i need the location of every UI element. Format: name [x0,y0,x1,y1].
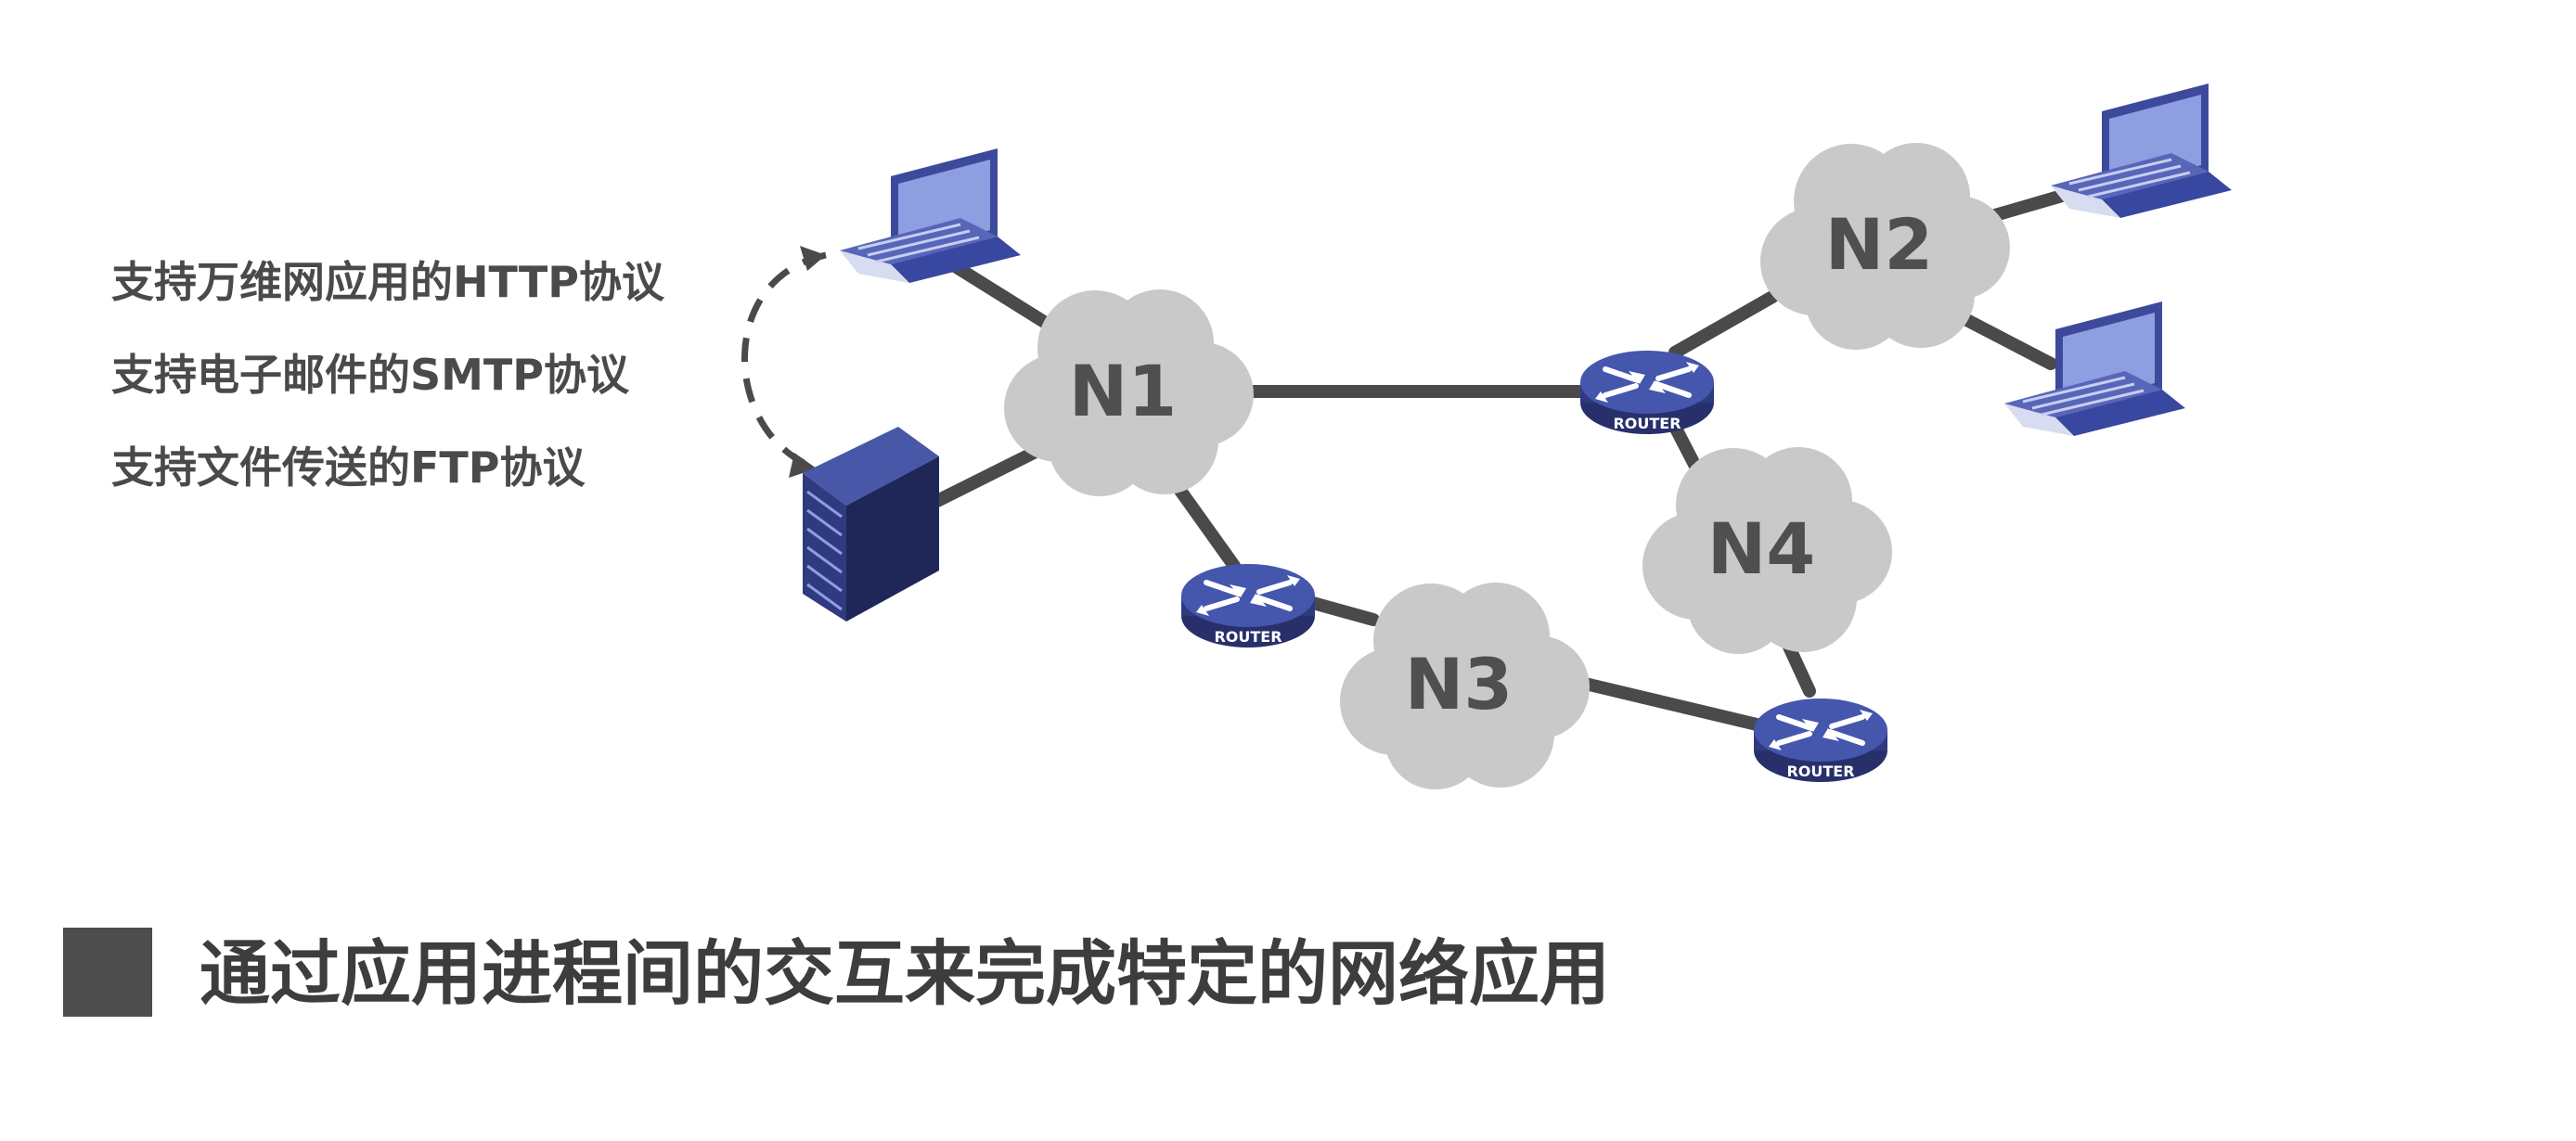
link-n3-router-bottom [1571,675,1779,735]
laptop-icon [2049,82,2234,220]
n1-cloud: N1 [1004,289,1254,496]
process-interaction-arrow [741,246,827,478]
protocol-http: 支持万维网应用的HTTP协议 [111,257,665,307]
protocol-ftp: 支持文件传送的FTP协议 [111,442,586,493]
router-label: ROUTER [1613,415,1681,432]
router-top: ROUTER [1580,351,1714,434]
router-label: ROUTER [1214,628,1282,646]
laptop-icon [838,147,1023,285]
laptop-icon [2003,300,2187,438]
n3-label: N3 [1405,643,1513,725]
caption: 通过应用进程间的交互来完成特定的网络应用 [63,928,1610,1017]
link-n2-laptop3 [1951,309,2057,370]
server-icon [803,427,939,622]
protocol-smtp: 支持电子邮件的SMTP协议 [111,350,630,400]
n4-label: N4 [1707,507,1816,590]
n2-label: N2 [1825,203,1934,286]
link-router-top-n2 [1668,290,1779,359]
n4-cloud: N4 [1642,447,1892,654]
link-router-left-n3 [1307,596,1380,626]
n1-label: N1 [1069,350,1178,432]
n3-cloud: N3 [1340,583,1590,789]
laptop-right-top [2049,82,2234,220]
laptop-right-bottom [2003,300,2187,438]
link-server-n1 [931,443,1046,507]
caption-square [63,928,152,1017]
protocol-list: 支持万维网应用的HTTP协议 支持电子邮件的SMTP协议 支持文件传送的FTP协… [111,257,665,493]
laptop-left [838,147,1023,285]
router-label: ROUTER [1786,763,1854,780]
router-bottom: ROUTER [1754,699,1887,782]
n2-cloud: N2 [1760,143,2010,350]
router-left: ROUTER [1181,564,1315,647]
caption-text: 通过应用进程间的交互来完成特定的网络应用 [200,932,1610,1015]
